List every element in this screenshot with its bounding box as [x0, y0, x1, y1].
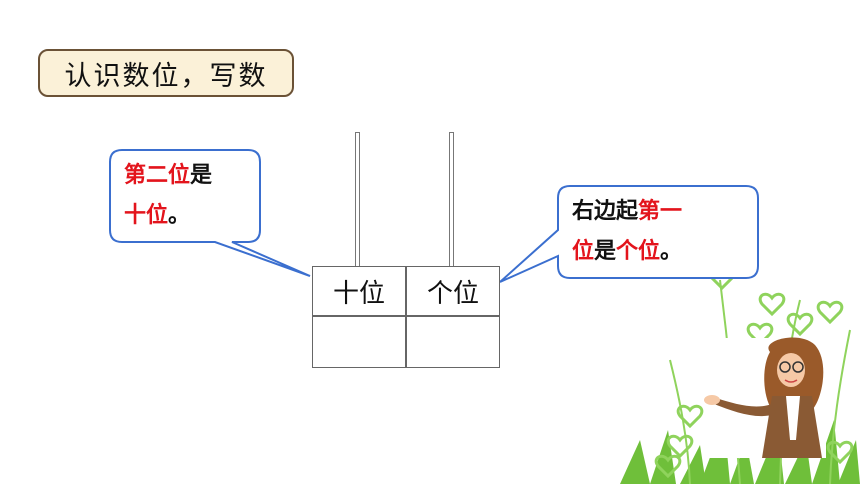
right-line2-red1: 位	[572, 239, 595, 264]
right-line2-red2: 个位	[616, 239, 661, 264]
tens-rod	[355, 132, 360, 267]
right-bubble-text: 右边起第一 位是个位。	[572, 192, 682, 272]
left-line2-black: 。	[168, 203, 191, 228]
right-line1-black: 右边起	[572, 199, 639, 224]
left-line1-red: 第二位	[124, 163, 191, 188]
left-line1-black: 是	[190, 163, 213, 188]
ones-value-cell[interactable]	[406, 316, 500, 368]
tens-value-cell[interactable]	[312, 316, 406, 368]
header-tens-label: 十位	[332, 278, 385, 309]
left-line2-red: 十位	[124, 203, 169, 228]
header-ones: 个位	[406, 266, 500, 316]
lesson-title: 认识数位，写数	[38, 49, 294, 97]
teacher-illustration	[704, 337, 826, 458]
header-ones-label: 个位	[426, 278, 479, 309]
left-bubble-text: 第二位是 十位。	[124, 156, 212, 236]
right-line2-black1: 是	[594, 239, 617, 264]
right-line1-red: 第一	[638, 199, 683, 224]
header-tens: 十位	[312, 266, 406, 316]
ones-rod	[449, 132, 454, 267]
right-speech-bubble	[499, 185, 759, 283]
right-line2-black2: 。	[660, 239, 683, 264]
grass-decoration	[620, 420, 860, 484]
left-speech-bubble	[109, 149, 311, 277]
